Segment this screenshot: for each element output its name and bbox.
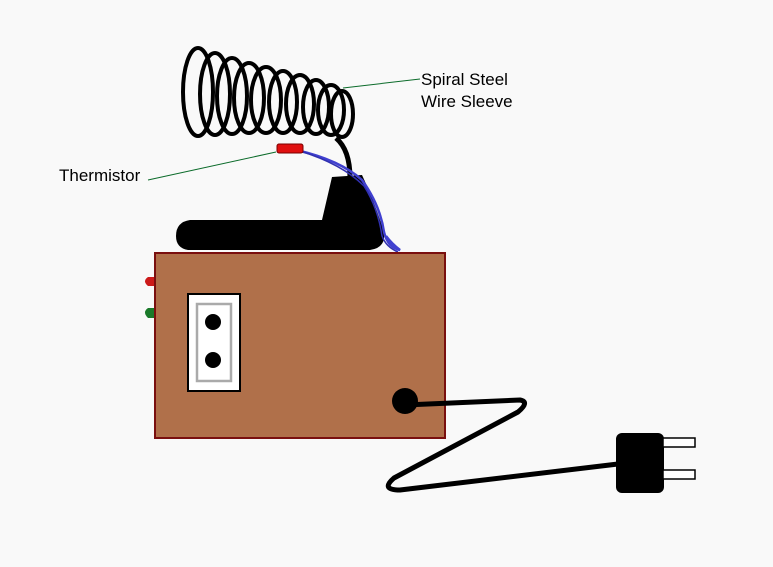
thermistor-leader-line xyxy=(147,151,277,181)
spiral-leader-line xyxy=(342,78,421,89)
spiral-steel-wire-sleeve-label: Spiral Steel Wire Sleeve xyxy=(421,69,513,113)
led-red xyxy=(145,277,156,286)
thermistor-wire xyxy=(295,148,401,252)
thermistor-wire-2 xyxy=(299,150,399,253)
cord-grommet xyxy=(392,388,418,414)
spiral-steel-wire-sleeve xyxy=(181,46,355,139)
spiral-label-line-1: Spiral Steel xyxy=(421,70,508,89)
holder-base xyxy=(176,175,385,250)
power-socket xyxy=(187,293,241,392)
thermistor-label: Thermistor xyxy=(59,166,141,185)
power-plug xyxy=(616,433,696,493)
thermistor xyxy=(276,143,304,154)
led-green xyxy=(145,308,156,318)
spiral-label-line-2: Wire Sleeve xyxy=(421,92,513,111)
power-cord xyxy=(385,397,619,493)
